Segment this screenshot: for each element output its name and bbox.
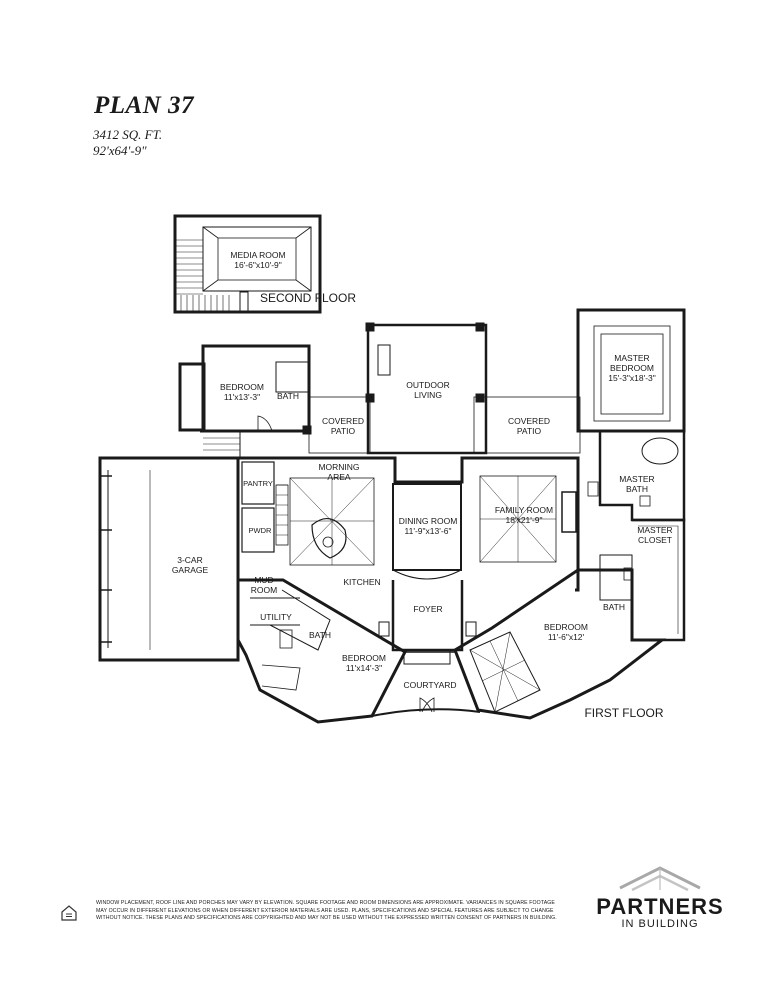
- brand-name: PARTNERS: [596, 894, 724, 919]
- pantry-label: PANTRY: [243, 479, 273, 488]
- family-room-size: 18'x21'-9": [506, 515, 543, 525]
- courtyard-label: COURTYARD: [403, 680, 456, 690]
- garage-line1: 3-CAR: [177, 555, 203, 565]
- square-footage: 3412 SQ. FT.: [93, 127, 163, 142]
- second-floor-label: SECOND FLOOR: [260, 291, 356, 305]
- first-floor-label: FIRST FLOOR: [584, 706, 663, 720]
- family-room-label: FAMILY ROOM: [495, 505, 553, 515]
- bedroom-right-label: BEDROOM: [544, 622, 588, 632]
- morning-area-line1: MORNING: [318, 462, 359, 472]
- master-closet-line2: CLOSET: [638, 535, 672, 545]
- plan-title: PLAN 37: [94, 92, 195, 119]
- master-bath-line1: MASTER: [619, 474, 654, 484]
- disclaimer-text: Window placement, roof line and porches …: [96, 900, 557, 922]
- garage-outline: [98, 456, 240, 662]
- bath-upper-left-label: BATH: [277, 391, 299, 401]
- covered-patio-right-line2: PATIO: [517, 426, 542, 436]
- dining-room-size: 11'-9"x13'-6": [405, 526, 452, 536]
- patios-outline: [302, 322, 581, 455]
- bedroom-lower-left-label: BEDROOM: [342, 653, 386, 663]
- bedroom-upper-left-size: 11'x13'-3": [224, 392, 260, 402]
- master-bedroom-line1: MASTER: [614, 353, 649, 363]
- covered-patio-left-line2: PATIO: [331, 426, 356, 436]
- media-room-label: MEDIA ROOM: [230, 250, 285, 260]
- brand-logo: PARTNERS IN BUILDING: [590, 862, 730, 932]
- upper-left-bedroom-wing: [178, 344, 311, 459]
- outdoor-living-line2: LIVING: [414, 390, 442, 400]
- mud-room-line1: MUD: [254, 575, 273, 585]
- brand-tagline: IN BUILDING: [621, 918, 699, 930]
- media-room-size: 16'-6"x10'-9": [234, 260, 282, 270]
- bedroom-upper-left-label: BEDROOM: [220, 382, 264, 392]
- covered-patio-left-line1: COVERED: [322, 416, 364, 426]
- bedroom-lower-left-size: 11'x14'-3": [346, 663, 382, 673]
- second-floor-outline: [173, 214, 322, 314]
- bath-center-label: BATH: [309, 630, 331, 640]
- master-bedroom-line2: BEDROOM: [610, 363, 654, 373]
- roof-logo-icon: [619, 866, 701, 892]
- bath-right-label: BATH: [603, 602, 625, 612]
- morning-area-line2: AREA: [327, 472, 350, 482]
- master-closet-line1: MASTER: [637, 525, 672, 535]
- mud-room-line2: ROOM: [251, 585, 277, 595]
- kitchen-label: KITCHEN: [343, 577, 380, 587]
- outdoor-living-line1: OUTDOOR: [406, 380, 449, 390]
- lower-left-wing-outline: [236, 578, 407, 724]
- garage-line2: GARAGE: [172, 565, 209, 575]
- dining-room-label: DINING ROOM: [399, 516, 458, 526]
- utility-label: UTILITY: [260, 612, 292, 622]
- pwdr-label: PWDR: [249, 526, 272, 535]
- covered-patio-right-line1: COVERED: [508, 416, 550, 426]
- master-bedroom-size: 15'-3"x18'-3": [608, 373, 656, 383]
- right-wing-outline: [453, 554, 667, 720]
- equal-housing-icon: [61, 905, 77, 921]
- master-bath-line2: BATH: [626, 484, 648, 494]
- overall-dimensions: 92'x64'-9": [93, 143, 147, 158]
- courtyard-outline: [371, 651, 481, 717]
- foyer-label: FOYER: [413, 604, 442, 614]
- bedroom-right-size: 11'-6"x12': [548, 632, 585, 642]
